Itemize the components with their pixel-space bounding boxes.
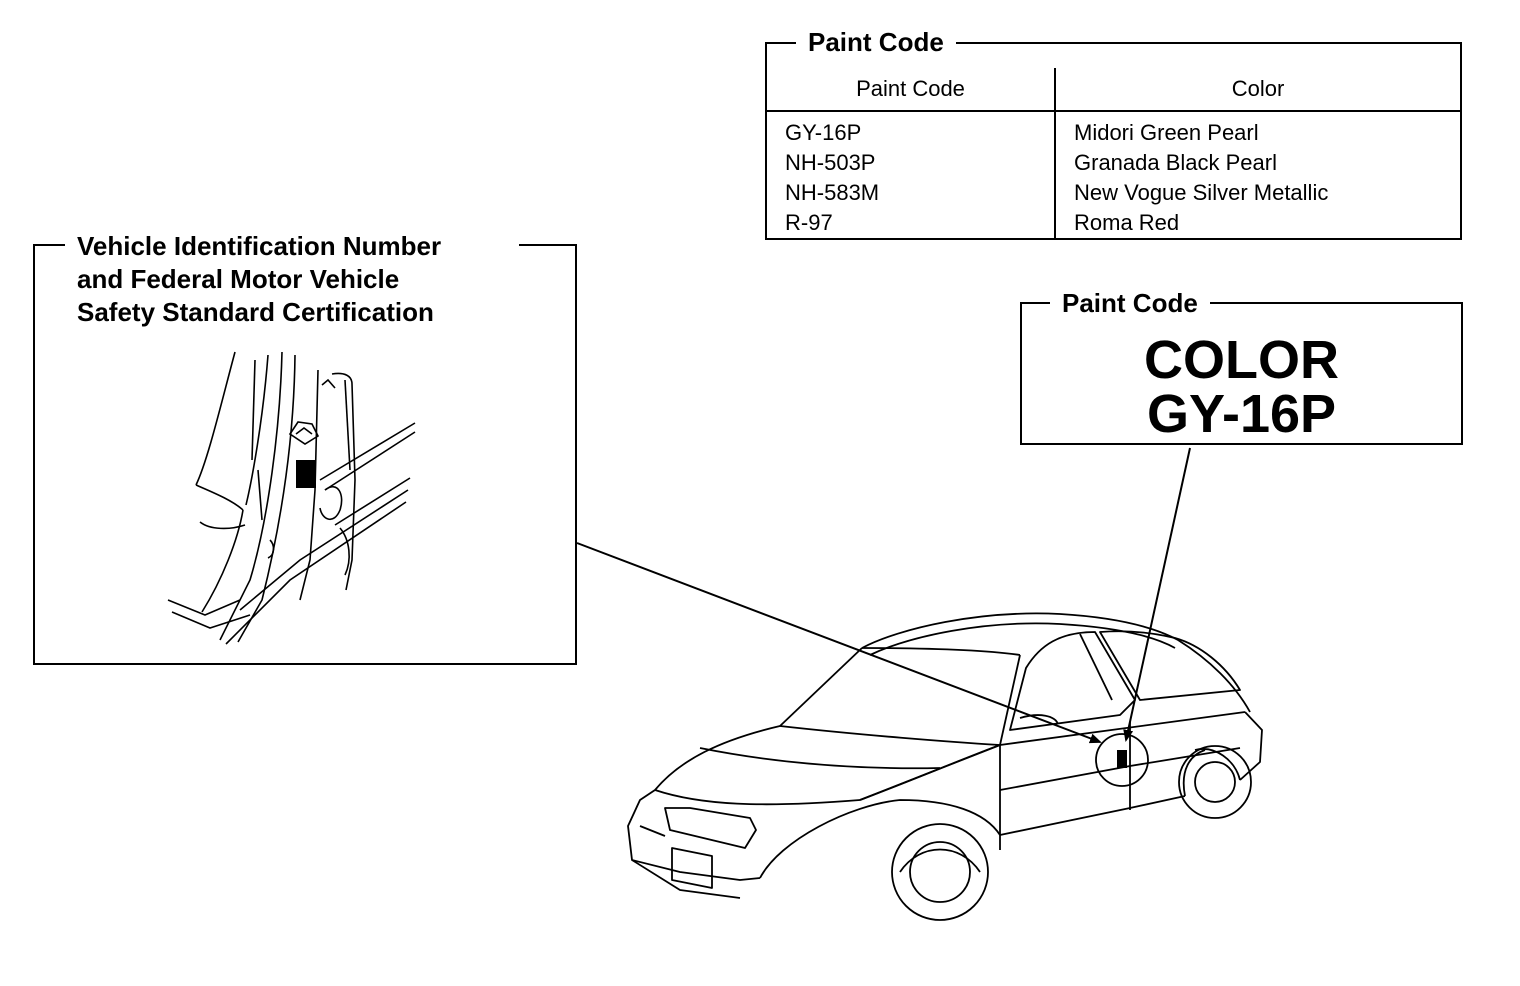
label-color-text: COLOR (1144, 330, 1339, 390)
paint-code-table-title: Paint Code (796, 25, 956, 59)
paint-code-cell: R-97 (767, 208, 1056, 238)
color-cell: Midori Green Pearl (1074, 120, 1259, 145)
car-outline (627, 612, 1263, 921)
vin-title-line2: and Federal Motor Vehicle (77, 264, 400, 294)
table-row: GY-16P Midori Green Pearl (767, 111, 1460, 148)
color-cell: Granada Black Pearl (1074, 150, 1277, 175)
paint-code-label-icon (1117, 750, 1127, 768)
color-cell: New Vogue Silver Metallic (1074, 180, 1329, 205)
paint-code-table: Paint Code Color GY-16P Midori Green Pea… (767, 68, 1460, 238)
vin-title-line3: Safety Standard Certification (77, 297, 434, 327)
paint-code-cell: NH-583M (767, 178, 1056, 208)
vin-title-line1: Vehicle Identification Number (77, 231, 442, 261)
paint-code-table-box: Paint Code Paint Code Color GY-16P Midor… (765, 25, 1462, 240)
color-cell: Roma Red (1074, 210, 1180, 235)
table-row: R-97 Roma Red (767, 208, 1460, 238)
paint-code-label-box: Paint Code COLOR GY-16P (1020, 286, 1463, 445)
header-color: Color (1055, 68, 1460, 112)
paint-code-label-title: Paint Code (1050, 286, 1210, 320)
vin-leader-arrow (576, 542, 1102, 744)
paint-code-cell: NH-503P (767, 148, 1056, 178)
vin-callout-box: Vehicle Identification Number and Federa… (33, 230, 577, 665)
vin-sticker-icon (296, 460, 316, 488)
paint-code-leader-arrow (1123, 447, 1191, 742)
paint-code-cell: GY-16P (767, 111, 1056, 148)
header-paint-code: Paint Code (767, 68, 1056, 112)
door-jamb-detail (167, 351, 416, 645)
vin-callout-title: Vehicle Identification Number and Federa… (65, 230, 519, 329)
table-row: NH-583M New Vogue Silver Metallic (767, 178, 1460, 208)
table-row: NH-503P Granada Black Pearl (767, 148, 1460, 178)
label-code-text: GY-16P (1146, 384, 1337, 444)
